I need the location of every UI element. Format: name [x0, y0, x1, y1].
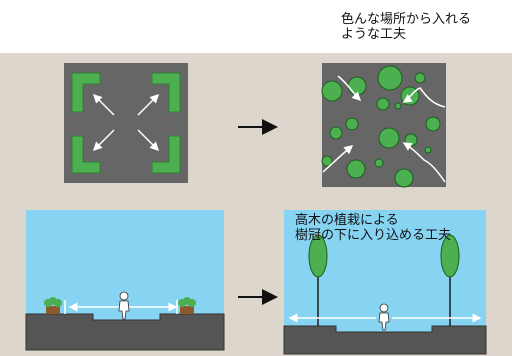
top-caption-line-1: 色んな場所から入れる	[341, 12, 472, 27]
corner-planter-icon	[71, 72, 181, 174]
entry-path-arrows	[322, 75, 446, 183]
plaza-after	[321, 63, 446, 188]
tree-icon	[308, 234, 328, 326]
top-caption: 色んな場所から入れる ような工夫	[341, 12, 471, 42]
bottom-caption: 高木の植栽による 樹冠の下に入り込める工夫	[295, 213, 451, 243]
plaza-before	[64, 63, 188, 183]
section-before	[25, 210, 225, 351]
tree-icon	[440, 234, 460, 326]
shrub-icon	[178, 297, 196, 314]
person-icon	[378, 303, 390, 331]
bottom-caption-line-2: 樹冠の下に入り込める工夫	[295, 228, 452, 243]
person-icon	[118, 291, 130, 320]
shrub-icon	[44, 297, 62, 314]
top-caption-line-2: ような工夫	[341, 27, 407, 42]
diagonal-arrows	[92, 93, 160, 152]
section-after	[283, 210, 487, 355]
section-width-arrow	[64, 300, 178, 314]
tree-canopy-circles	[321, 65, 441, 188]
bottom-caption-line-1: 高木の植栽による	[295, 213, 399, 228]
